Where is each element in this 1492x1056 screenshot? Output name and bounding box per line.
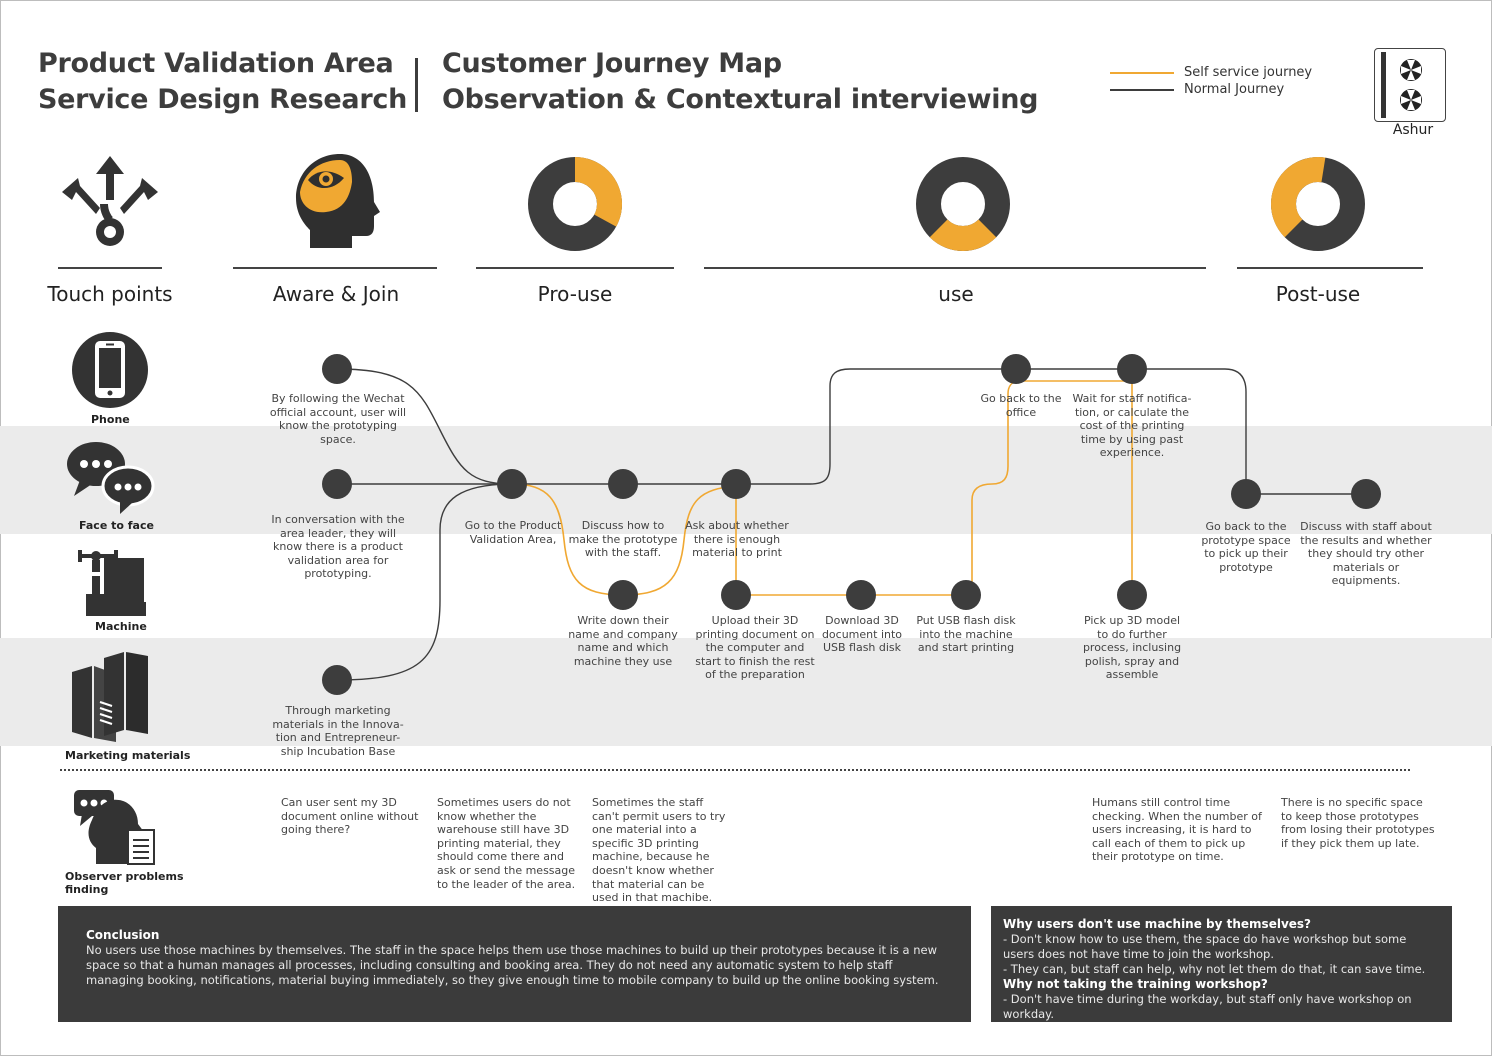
- face-to-face-chat-icon: [67, 442, 155, 514]
- use-underline: [704, 267, 1206, 269]
- node-discuss-how: [608, 469, 638, 499]
- marketing-brochure-icon: [72, 652, 148, 742]
- use-progress-segment: [929, 219, 997, 251]
- node-wechat: [322, 354, 352, 384]
- conclusion-heading: Conclusion: [86, 928, 160, 942]
- node-upload: [721, 580, 751, 610]
- phase-aware-join: Aware & Join: [272, 282, 400, 306]
- phase-pro-use: Pro-use: [537, 282, 613, 306]
- observation-2: Sometimes users do not know whether the …: [437, 796, 576, 891]
- header-left-title-line2: Service Design Research: [38, 84, 407, 115]
- header-separator: [415, 58, 418, 112]
- step-download: Download 3D document into USB flash disk: [821, 614, 903, 655]
- touch-point-marketing-label: Marketing materials: [65, 749, 191, 762]
- observation-5: There is no specific space to keep those…: [1281, 796, 1435, 850]
- touch-points-underline: [58, 267, 162, 269]
- step-put-usb: Put USB flash disk into the machine and …: [916, 614, 1016, 655]
- step-go-back-office: Go back to the office: [980, 392, 1062, 419]
- aware-head-icon: [296, 154, 380, 248]
- step-discuss-staff: Discuss with staff about the results and…: [1300, 520, 1432, 588]
- logo-label: Ashur: [1392, 122, 1434, 138]
- why-question-1: Why users don't use machine by themselve…: [1003, 917, 1312, 931]
- pro-use-progress-segment: [575, 157, 622, 227]
- node-goto-area: [497, 469, 527, 499]
- pro-use-underline: [476, 267, 674, 269]
- post-use-progress-segment: [1271, 157, 1326, 238]
- header-right-title-line1: Customer Journey Map: [442, 48, 782, 79]
- conclusion-box: Conclusion No users use those machines b…: [58, 906, 971, 1022]
- touch-point-phone-label: Phone: [91, 413, 130, 426]
- phase-touch-points: Touch points: [47, 282, 173, 306]
- legend-normal-swatch: [1110, 89, 1174, 91]
- step-go-back-space: Go back to the prototype space to pick u…: [1201, 520, 1291, 574]
- node-marketing: [322, 665, 352, 695]
- band-marketing: [0, 638, 1492, 746]
- path-ask-to-wait: [736, 368, 1132, 485]
- step-write-down: Write down their name and company name a…: [568, 614, 678, 668]
- pro-use-progress-donut: [528, 157, 622, 251]
- aware-join-underline: [233, 267, 437, 269]
- path-wait-to-goback: [1132, 368, 1247, 494]
- why-box: Why users don't use machine by themselve…: [991, 906, 1452, 1022]
- step-wait-notification: Wait for staff notifica-tion, or calcula…: [1072, 392, 1192, 460]
- node-download: [846, 580, 876, 610]
- ashur-logo: [1374, 48, 1446, 122]
- header-right-title-line2: Observation & Contextural interviewing: [442, 84, 1039, 115]
- node-wait-notification: [1117, 354, 1147, 384]
- legend-self-service-swatch: [1110, 72, 1174, 74]
- node-go-back-space: [1231, 479, 1261, 509]
- node-put-usb: [951, 580, 981, 610]
- step-upload: Upload their 3D printing document on the…: [695, 614, 815, 682]
- step-wechat: By following the Wechat official account…: [269, 392, 407, 446]
- conclusion-text: No users use those machines by themselve…: [86, 943, 939, 987]
- step-ask-material: Ask about whether there is enough materi…: [685, 519, 789, 560]
- use-progress-donut: [916, 157, 1010, 251]
- touch-points-arrows-icon: [62, 156, 158, 246]
- observer-head-icon: [74, 790, 155, 865]
- post-use-progress-donut: [1271, 157, 1365, 251]
- touch-point-face-label: Face to face: [79, 519, 154, 532]
- step-discuss-how: Discuss how to make the prototype with t…: [568, 519, 678, 560]
- node-discuss-staff: [1351, 479, 1381, 509]
- node-ask-material: [721, 469, 751, 499]
- phase-use: use: [938, 282, 974, 306]
- legend-normal-label: Normal Journey: [1184, 82, 1285, 97]
- observation-3: Sometimes the staff can't permit users t…: [592, 796, 726, 905]
- touch-point-machine-label: Machine: [95, 620, 147, 633]
- node-write-down: [608, 580, 638, 610]
- node-go-back-office: [1001, 354, 1031, 384]
- post-use-underline: [1237, 267, 1423, 269]
- step-goto-area: Go to the Product Validation Area,: [464, 519, 562, 546]
- step-conversation: In conversation with the area leader, th…: [271, 513, 405, 581]
- touch-point-observer-label: Observer problems finding: [65, 870, 184, 896]
- legend-self-service-label: Self service journey: [1184, 65, 1313, 80]
- why-answer-2-1: - Don't have time during the workday, bu…: [1003, 992, 1412, 1021]
- observation-1: Can user sent my 3D document online with…: [281, 796, 419, 837]
- observation-divider: [60, 769, 1410, 771]
- why-answer-1-1: - Don't know how to use them, the space …: [1003, 932, 1407, 961]
- path-marketing-to-area: [336, 483, 513, 681]
- why-question-2: Why not taking the training workshop?: [1003, 977, 1268, 991]
- observation-4: Humans still control time checking. When…: [1092, 796, 1262, 864]
- machine-3d-printer-icon: [78, 550, 146, 616]
- node-conversation: [322, 469, 352, 499]
- path-wechat-to-area: [336, 368, 513, 485]
- step-marketing: Through marketing materials in the Innov…: [272, 704, 404, 758]
- phase-post-use: Post-use: [1275, 282, 1361, 306]
- header-left-title-line1: Product Validation Area: [38, 48, 394, 79]
- node-pick-up-model: [1117, 580, 1147, 610]
- step-pick-up-model: Pick up 3D model to do further process, …: [1082, 614, 1182, 682]
- phone-icon: [72, 332, 148, 408]
- why-answer-1-2: - They can, but staff can help, why not …: [1003, 962, 1426, 976]
